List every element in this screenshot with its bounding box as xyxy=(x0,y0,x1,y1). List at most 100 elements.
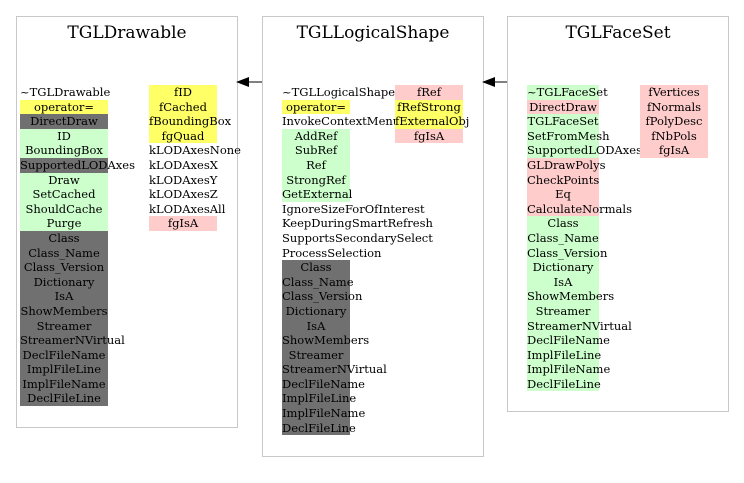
method-item: StrongRef xyxy=(282,172,350,188)
method-item: Draw xyxy=(20,172,108,188)
method-item: Class_Name xyxy=(20,245,108,261)
method-item: Class_Name xyxy=(282,274,354,290)
member-item: kLODAxesZ xyxy=(149,187,218,202)
method-item: ImplFileLine xyxy=(282,391,357,407)
method-item: Class_Version xyxy=(527,245,608,261)
method-item: GetExternal xyxy=(282,187,353,202)
arrow-logicalshape-to-drawable xyxy=(236,77,262,87)
method-item: Streamer xyxy=(527,303,599,319)
member-item: kLODAxesY xyxy=(149,172,218,187)
member-item: fgIsA xyxy=(640,143,708,158)
class-title: TGLFaceSet xyxy=(565,23,671,43)
method-item: ~TGLFaceSet xyxy=(527,85,608,100)
method-item: Dictionary xyxy=(20,274,108,290)
method-item: AddRef xyxy=(282,128,350,144)
method-item: SupportedLODAxes xyxy=(20,157,135,173)
method-item: DeclFileLine xyxy=(527,376,601,392)
method-item: operator= xyxy=(282,99,350,115)
member-item: fBoundingBox xyxy=(149,114,232,129)
method-item: Class xyxy=(20,230,108,246)
method-item: Eq xyxy=(527,187,599,202)
method-item: StreamerNVirtual xyxy=(282,362,387,377)
method-item: TGLFaceSet xyxy=(527,114,599,129)
method-item: IsA xyxy=(282,318,350,334)
member-item: kLODAxesAll xyxy=(149,201,226,216)
method-item: KeepDuringSmartRefresh xyxy=(282,216,433,231)
method-item: StreamerNVirtual xyxy=(20,333,125,348)
method-item: Class xyxy=(527,216,599,231)
method-item: IsA xyxy=(527,274,599,290)
method-item: CalculateNormals xyxy=(527,201,632,217)
method-item: ~TGLDrawable xyxy=(20,85,111,99)
member-item: kLODAxesNone xyxy=(149,143,241,158)
member-item: fPolyDesc xyxy=(640,114,708,129)
method-item: ImplFileLine xyxy=(527,347,602,363)
method-item: Streamer xyxy=(282,347,350,363)
method-item: Class_Version xyxy=(282,289,363,304)
class-title: TGLDrawable xyxy=(67,23,187,43)
method-item: SetFromMesh xyxy=(527,128,610,144)
method-item: Ref xyxy=(282,157,350,173)
method-item: Class_Version xyxy=(20,260,108,275)
class-title: TGLLogicalShape xyxy=(296,23,450,43)
method-item: DeclFileName xyxy=(282,376,365,392)
method-item: DeclFileName xyxy=(20,347,108,363)
member-item: fgQuad xyxy=(149,128,217,144)
method-item: ImplFileName xyxy=(20,376,108,392)
method-item: SupportsSecondarySelect xyxy=(282,230,433,245)
member-item: fNbPols xyxy=(640,128,708,144)
method-item: DeclFileName xyxy=(527,333,610,348)
member-item: fNormals xyxy=(640,99,708,115)
member-item: fRefStrong xyxy=(395,99,463,115)
method-item: ShowMembers xyxy=(527,289,615,304)
method-item: IgnoreSizeForOfInterest xyxy=(282,201,425,216)
method-item: Class xyxy=(282,260,350,275)
method-item: Class_Name xyxy=(527,230,599,246)
method-item: ShowMembers xyxy=(20,303,108,319)
method-item: ImplFileLine xyxy=(20,362,108,377)
method-item: ShowMembers xyxy=(282,333,370,348)
method-item: ImplFileName xyxy=(527,362,611,377)
method-item: InvokeContextMenu xyxy=(282,114,401,129)
method-item: Dictionary xyxy=(282,303,350,319)
member-item: kLODAxesX xyxy=(149,157,218,172)
method-item: ShouldCache xyxy=(20,201,108,217)
method-item: SubRef xyxy=(282,143,350,158)
method-item: IsA xyxy=(20,289,108,304)
method-item: DirectDraw xyxy=(20,114,108,129)
method-item: DeclFileLine xyxy=(282,420,356,436)
method-item: ID xyxy=(20,128,108,144)
member-item: fExternalObj xyxy=(395,114,470,129)
method-item: ProcessSelection xyxy=(282,245,382,260)
method-item: GLDrawPolys xyxy=(527,157,606,173)
method-item: StreamerNVirtual xyxy=(527,318,632,334)
method-item: DeclFileLine xyxy=(20,391,108,407)
method-item: CheckPoints xyxy=(527,172,600,188)
method-item: ImplFileName xyxy=(282,406,366,421)
method-item: Dictionary xyxy=(527,260,599,275)
method-item: operator= xyxy=(20,99,108,115)
method-item: SupportedLODAxes xyxy=(527,143,642,158)
member-item: fVertices xyxy=(640,85,708,100)
member-item: fgIsA xyxy=(395,128,463,144)
arrow-faceset-to-logicalshape xyxy=(482,77,507,87)
method-item: BoundingBox xyxy=(20,143,108,158)
method-item: ~TGLLogicalShape xyxy=(282,85,396,99)
member-item: fCached xyxy=(149,99,217,115)
member-item: fgIsA xyxy=(149,216,217,231)
member-item: fID xyxy=(149,85,217,100)
member-item: fRef xyxy=(395,85,463,100)
method-item: SetCached xyxy=(20,187,108,202)
method-item: DirectDraw xyxy=(527,99,599,115)
method-item: Streamer xyxy=(20,318,108,334)
method-item: Purge xyxy=(20,216,108,231)
